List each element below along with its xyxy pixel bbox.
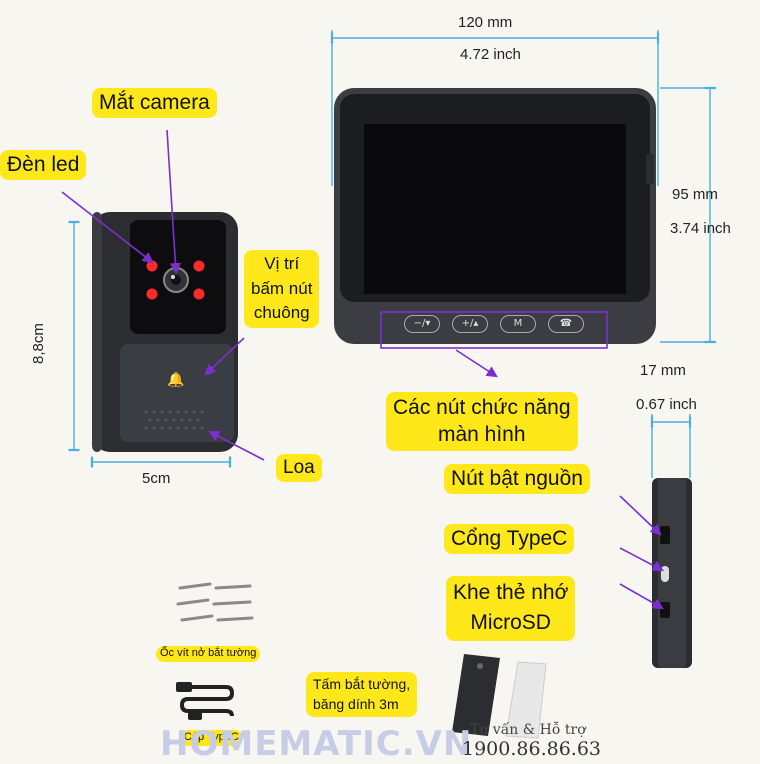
label-led-light: Đèn led <box>0 150 87 181</box>
bell-icon: 🔔 <box>167 371 184 388</box>
led-light-icon <box>193 260 205 272</box>
brand-watermark: HOMEMATIC.VN <box>160 724 473 764</box>
plus-up-button[interactable]: +/▴ <box>452 315 488 333</box>
arrow-function-buttons <box>455 349 498 378</box>
typec-cable-illustration <box>176 682 235 720</box>
label-function-buttons-line1: Các nút chức năng <box>393 396 571 419</box>
label-bell-button-line1: Vị trí <box>264 254 300 273</box>
monitor-depth-in-text: 0.67 inch <box>636 396 697 413</box>
wall-plate-illustration <box>452 654 547 739</box>
minus-down-button[interactable]: −/▾ <box>404 315 440 333</box>
label-microsd-line1: Khe thẻ nhớ <box>453 581 569 604</box>
hotline-number: 1900.86.86.63 <box>462 738 602 760</box>
menu-button[interactable]: M <box>500 315 536 333</box>
label-function-buttons: Các nút chức năng màn hình <box>386 392 578 451</box>
call-button[interactable]: ☎ <box>548 315 584 333</box>
label-typec-cable: Cáp TypeC <box>180 730 243 746</box>
power-button-icon <box>660 526 670 544</box>
monitor-width-mm-text: 120 mm <box>458 14 513 31</box>
label-wall-plate-line2: băng dính 3m <box>313 696 399 713</box>
arrow-led <box>61 191 154 264</box>
label-wall-screws: Ốc vít nở bắt tường <box>156 646 261 662</box>
led-light-icon <box>146 288 158 300</box>
arrow-power <box>619 495 662 536</box>
monitor-screen <box>364 124 626 294</box>
label-power-button: Nút bật nguồn <box>444 464 590 495</box>
doorbell-illustration: 🔔 <box>92 212 238 452</box>
label-wall-plate-line1: Tấm bắt tường, <box>313 676 411 692</box>
label-bell-button-line2: bấm nút <box>251 278 313 298</box>
doorbell-height-text: 8,8cm <box>30 323 47 364</box>
led-light-icon <box>193 288 205 300</box>
arrow-bell-button <box>204 337 245 376</box>
monitor-button-row: −/▾ +/▴ M ☎ <box>404 315 594 333</box>
arrow-typec <box>619 547 664 572</box>
label-microsd-slot: Khe thẻ nhớ MicroSD <box>446 576 576 641</box>
speaker-grille <box>144 410 204 430</box>
label-bell-button: Vị trí bấm nút chuông <box>244 250 320 328</box>
support-text: Tư vấn & Hỗ trợ <box>470 722 586 738</box>
monitor-height-mm-text: 95 mm <box>672 186 718 203</box>
arrow-camera <box>166 129 182 275</box>
label-function-buttons-line2: màn hình <box>437 423 526 447</box>
arrow-microsd <box>619 583 664 610</box>
function-buttons-highlight-box <box>380 311 608 349</box>
screws-illustration <box>176 582 254 622</box>
label-speaker: Loa <box>276 454 322 482</box>
monitor-height-in-text: 3.74 inch <box>670 220 731 237</box>
monitor-width-in-text: 4.72 inch <box>460 46 521 63</box>
label-typec-port: Cổng TypeC <box>444 524 575 555</box>
monitor-depth-mm-text: 17 mm <box>640 362 686 379</box>
label-microsd-line2: MicroSD <box>470 611 551 635</box>
label-camera-eye: Mắt camera <box>92 88 217 119</box>
monitor-side-view <box>652 478 692 668</box>
arrow-speaker <box>208 430 265 461</box>
label-bell-button-line3: chuông <box>253 303 310 323</box>
label-wall-plate: Tấm bắt tường, băng dính 3m <box>306 672 418 717</box>
monitor-illustration <box>334 88 656 344</box>
doorbell-width-text: 5cm <box>142 470 171 487</box>
